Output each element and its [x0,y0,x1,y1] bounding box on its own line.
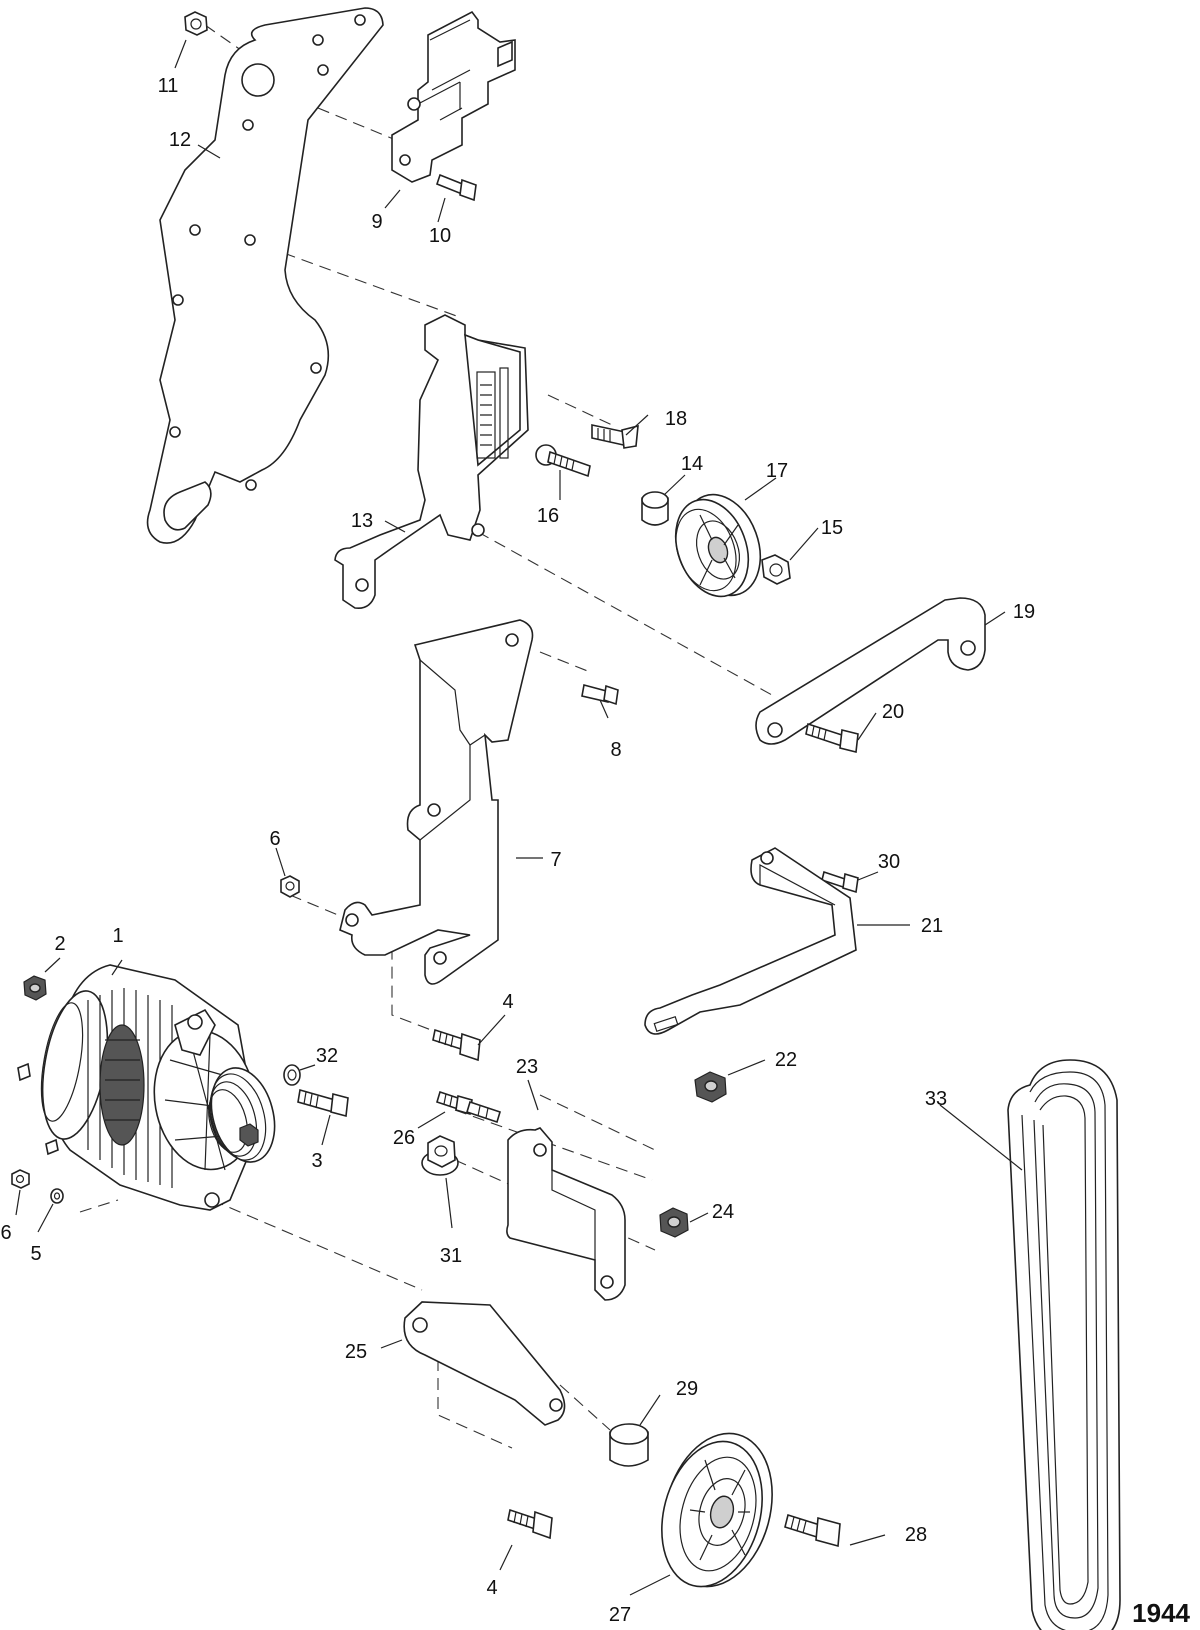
main-bracket [334,314,529,610]
nut-11 [184,11,208,36]
bolt-31 [821,870,859,894]
callout-1: 1 [112,925,123,947]
callout-15: 15 [821,517,843,539]
washer-32 [283,1064,301,1086]
nut-22 [694,1071,727,1103]
callout-3: 3 [311,1150,322,1172]
stud-26 [436,1090,501,1124]
upper-bracket [391,10,516,183]
plate-bracket-25 [403,1301,566,1426]
callout-9: 9 [371,211,382,233]
callout-13: 13 [351,510,373,532]
callout-11: 11 [158,75,179,97]
callout-5: 5 [30,1243,41,1265]
callout-30: 31 [440,1245,462,1267]
callout-24: 24 [712,1201,734,1223]
callout-10: 10 [429,225,451,247]
bolt-10 [436,173,477,202]
bolt-20 [805,722,859,753]
callout-27: 27 [609,1604,631,1626]
bolt-4-lower [507,1508,553,1540]
callout-6-upper: 6 [269,828,280,850]
idler-pulley-17 [674,493,762,598]
nut-15 [761,554,791,585]
callout-32: 32 [316,1045,338,1067]
callout-17: 17 [766,460,788,482]
callout-14: 14 [681,453,703,475]
strap-bracket-21 [644,847,857,1035]
callout-33: 33 [925,1088,947,1110]
callout-22: 22 [775,1049,797,1071]
bolt-4-upper [432,1028,481,1062]
bolt-8 [581,684,619,706]
stud-16 [535,444,591,478]
callout-7: 7 [550,849,561,871]
washer-5 [50,1188,64,1204]
callout-23: 23 [516,1056,538,1078]
mounting-plate [146,7,384,544]
idler-pulley-27 [661,1432,773,1588]
adjust-arm-19 [755,597,986,745]
spacer-28 [609,1423,649,1467]
spacer-14 [641,491,669,526]
callout-6-lower: 6 [0,1222,11,1244]
callout-labels: 11 12 9 10 18 14 17 16 15 13 19 20 8 7 6… [0,75,1035,1626]
callout-8: 8 [610,739,621,761]
callout-16: 16 [537,505,559,527]
callout-19: 19 [1013,601,1035,623]
callout-25: 25 [345,1341,367,1363]
nut-6-upper [280,875,300,898]
callout-2: 2 [54,933,65,955]
l-bracket-23 [506,1127,626,1301]
bolt-29 [784,1513,841,1548]
callout-4-upper: 4 [502,991,513,1013]
nut-6-lower [11,1169,30,1189]
nut-2 [23,975,47,1001]
callout-12: 12 [169,129,191,151]
callout-21: 21 [921,915,943,937]
tall-bracket-7 [339,619,534,985]
callout-4-lower: 4 [486,1577,497,1599]
drive-belt-33 [1007,1059,1121,1630]
callout-28: 29 [676,1378,698,1400]
callout-26: 26 [393,1127,415,1149]
figure-number: 1944 [1132,1598,1190,1628]
nut-24 [659,1207,689,1238]
flange-nut-30 [421,1135,459,1176]
alternator-1 [17,964,276,1211]
callout-31: 30 [878,851,900,873]
callout-20: 20 [882,701,904,723]
callout-29: 28 [905,1524,927,1546]
bolt-3 [297,1088,349,1118]
leader-lines [15,39,1023,1596]
bolt-18 [591,424,639,449]
callout-18: 18 [665,408,687,430]
